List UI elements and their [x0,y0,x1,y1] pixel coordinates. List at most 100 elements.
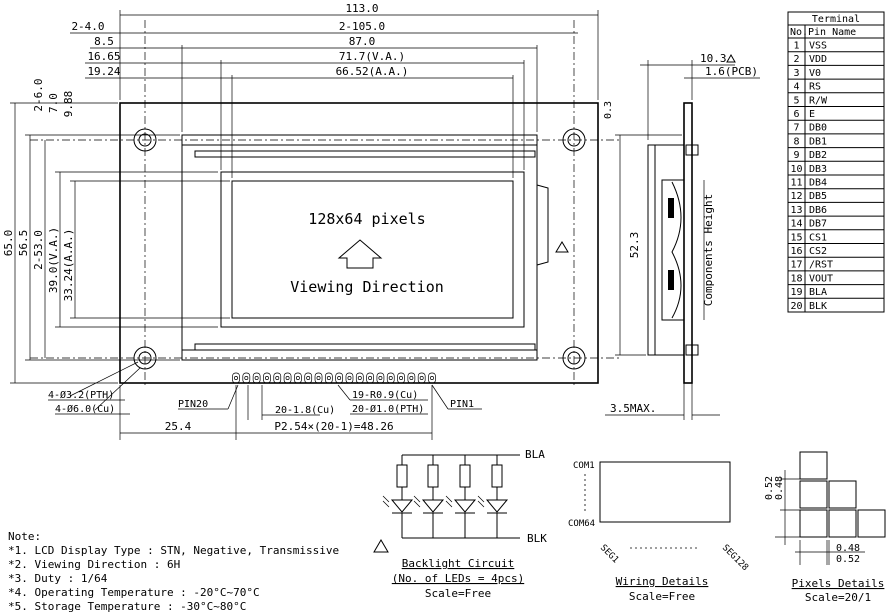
terminal-pin-no: 16 [790,246,802,257]
viewing-direction-arrow-icon [337,239,383,269]
left-dimensions: 65.0 56.5 2-53.0 2-6.0 39.0(V.A.) 7.0 33… [2,78,230,384]
mounting-hole-tl [133,128,157,152]
pin-pad [314,372,323,384]
resistor-icon [427,464,439,488]
terminal-pin-no: 12 [790,191,802,202]
dim-bezel-height: 56.5 [17,230,30,257]
pin-pad [242,372,251,384]
terminal-pin-name: DB6 [809,205,827,216]
terminal-pin-name: DB7 [809,219,827,230]
terminal-pin-no: 19 [790,287,802,298]
terminal-row: 13 DB6 [788,201,884,216]
note-line-2: *2. Viewing Direction : 6H [8,558,180,571]
pin-pad [397,372,405,384]
terminal-pin-no: 17 [790,260,802,271]
front-view: 128x64 pixels Viewing Direction [30,20,620,385]
terminal-pin-no: 15 [790,232,802,243]
pin-pad [376,372,385,384]
led-icon [477,495,509,514]
pin-pad [232,372,240,384]
terminal-pin-no: 3 [793,68,799,79]
top-dimensions: 113.0 2-4.0 2-105.0 8.5 87.0 16.65 71.7(… [70,2,599,178]
side-view [647,102,699,420]
wiring-title: Wiring Details [616,575,709,588]
dim-overall-width: 113.0 [345,2,378,15]
side-bracket [536,184,549,266]
wiring-details: COM1 COM64 SEG1 SEG128 Wiring Details Sc… [568,461,750,603]
pixels-scale: Scale=20/1 [805,591,871,604]
note-line-1: *1. LCD Display Type : STN, Negative, Tr… [8,544,339,557]
pixel-dim-048h: 0.48 [836,543,860,554]
dim-pad-r: 19-R0.9(Cu) [352,390,418,401]
bla-label: BLA [525,448,545,461]
terminal-pin-name: E [809,109,815,120]
pin-pad [273,372,282,384]
pixel-dim-052: 0.52 [764,476,775,500]
pin-pad [428,372,436,384]
terminal-row: 8 DB1 [788,133,884,147]
dim-hole-edge: 2-4.0 [71,20,104,33]
terminal-pin-name: DB2 [809,150,827,161]
terminal-pin-no: 10 [790,164,802,175]
pin-pad [355,372,364,384]
wiring-box [599,461,731,523]
side-backlight [661,179,685,321]
mounting-hole-bl [133,346,157,370]
dim-pcb: 1.6(PCB) [705,65,758,78]
note-line-5: *5. Storage Temperature : -30°C~80°C [8,600,246,613]
terminal-pin-no: 5 [793,95,799,106]
resistor-icon [396,464,408,488]
bottom-polarizer [194,343,536,351]
led-icon [413,495,445,514]
pin-pad [366,372,374,384]
dim-va-edge: 16.65 [87,50,120,63]
terminal-row: 17/RST [788,256,884,271]
pin-pad [252,372,261,384]
com1-label: COM1 [573,461,595,471]
dim-aa-edge: 19.24 [87,65,120,78]
pin-pad [294,372,302,384]
dim-bezel-edge: 8.5 [94,35,114,48]
terminal-pin-no: 7 [793,123,799,134]
terminal-pin-no: 4 [793,82,799,93]
dim-va-width: 71.7(V.A.) [339,50,405,63]
led-branch [382,455,414,538]
bottom-dimensions: 4-Ø3.2(PTH) 4-Ø6.0(Cu) PIN20 PIN1 19-R0.… [48,361,482,440]
led-branch [477,455,509,538]
dim-max-depth: 3.5MAX. [610,402,656,415]
note-line-4: *4. Operating Temperature : -20°C~70°C [8,586,260,599]
backlight-subtitle: (No. of LEDs = 4pcs) [392,572,524,585]
side-components [671,181,682,319]
wiring-scale: Scale=Free [629,590,695,603]
pin20-label: PIN20 [178,399,208,410]
dim-hole-pth: 4-Ø3.2(PTH) [48,389,114,401]
terminal-pin-name: VOUT [809,273,833,284]
dim-top-hole-offset: 2-6.0 [32,78,45,111]
terminal-pin-no: 13 [790,205,802,216]
note-warning-icon [373,539,389,553]
resistor-icon [491,464,503,488]
pin-pad [345,372,354,384]
side-chip-1 [668,198,674,218]
dim-thickness: 10.3 [700,52,727,65]
terminal-col-name: Pin Name [808,27,856,38]
components-height-label: Components Height [702,194,715,307]
terminal-pin-name: VDD [809,54,827,65]
pixel-dim-048v: 0.48 [774,476,785,500]
terminal-pin-name: VSS [809,41,827,52]
side-dimensions: 10.3 1.6(PCB) 52.3 3.5MAX. Components He… [605,52,760,416]
dim-top-va-offset: 9.88 [62,91,75,118]
terminal-pin-no: 8 [793,136,799,147]
pin1-label: PIN1 [450,399,474,410]
led-icon [382,495,414,514]
dim-aa-width: 66.52(A.A.) [336,65,409,78]
terminal-pin-name: DB1 [809,136,827,147]
